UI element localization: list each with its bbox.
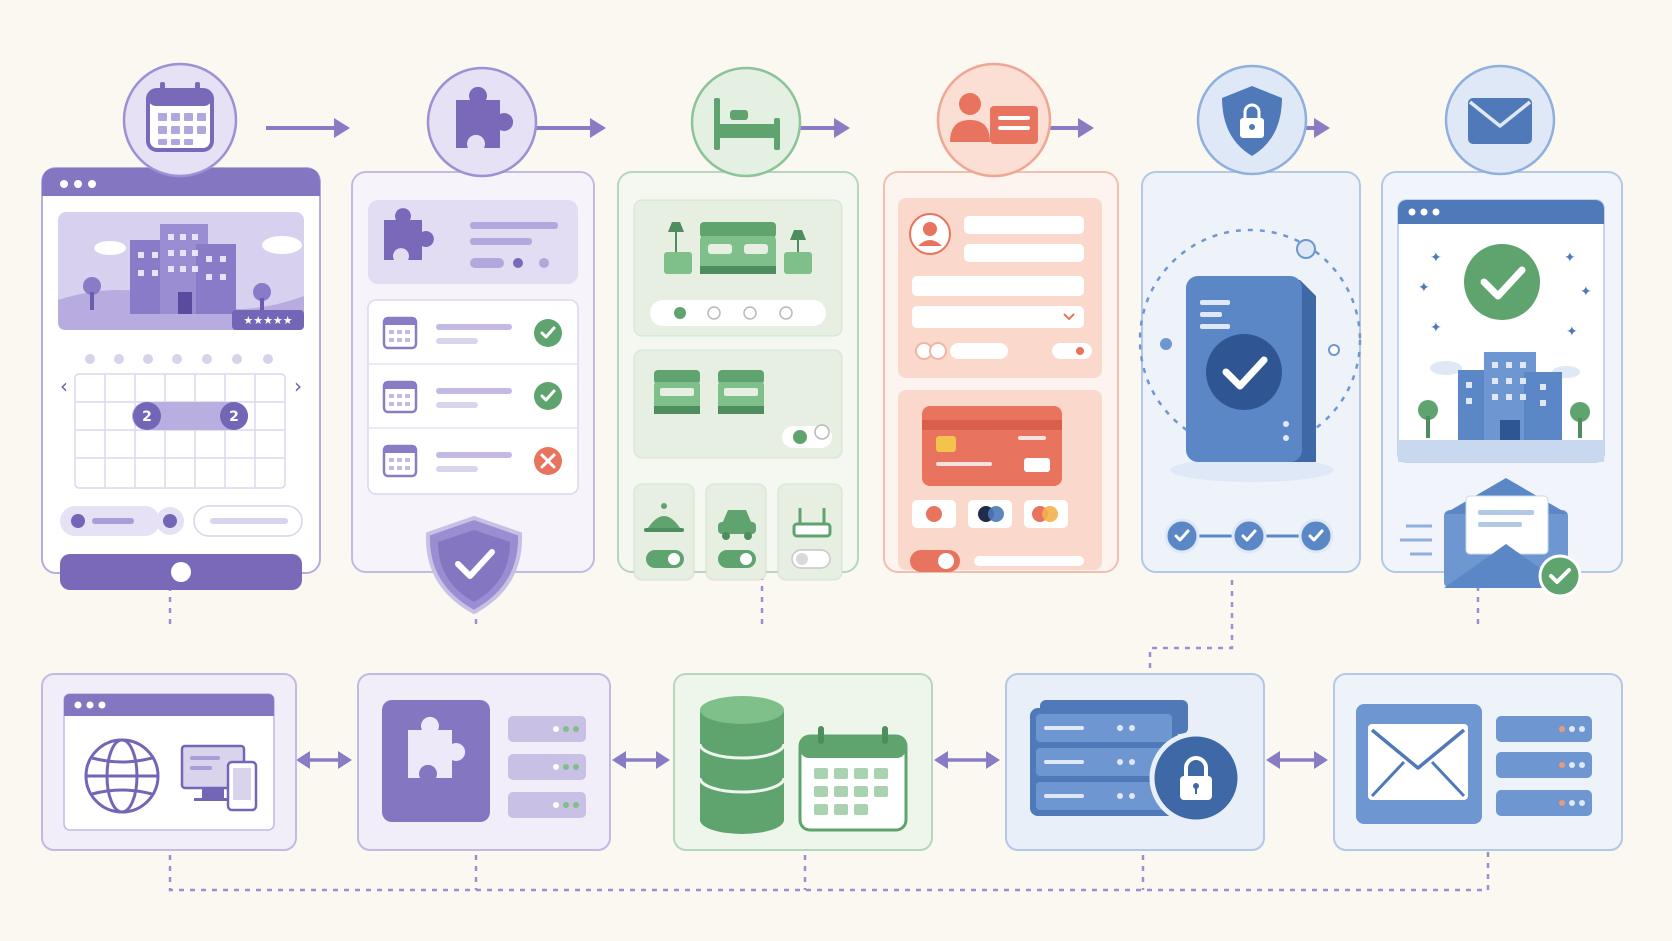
check-in-date-label: 2	[142, 409, 152, 425]
country-select[interactable]	[912, 306, 1084, 328]
star-rating-badge	[232, 310, 304, 330]
booking-confirmed-icon	[1464, 244, 1540, 320]
check-in-date[interactable]	[133, 402, 161, 430]
star-rating-stars: ★★★★★	[243, 314, 292, 327]
date-range-highlight	[132, 402, 248, 430]
bed-step-badge	[690, 66, 802, 178]
availability-calendar-icon	[798, 726, 908, 832]
globe-icon	[84, 738, 160, 814]
backend-secure-servers	[1005, 673, 1265, 851]
svg-text:✦: ✦	[1564, 250, 1576, 266]
check-out-date[interactable]	[220, 402, 248, 430]
first-name-field[interactable]	[964, 216, 1084, 234]
shield-check-icon	[425, 515, 523, 615]
last-name-field[interactable]	[964, 244, 1084, 262]
chevron-down-icon	[1063, 313, 1075, 321]
backend-web-client	[41, 673, 297, 851]
integration-error-row	[382, 444, 562, 478]
credit-card-icon	[922, 406, 1062, 486]
newsletter-toggle[interactable]	[1052, 343, 1092, 359]
svg-text:✦: ✦	[1430, 250, 1442, 266]
guest-card-icon	[950, 93, 1038, 144]
puzzle-icon	[384, 208, 434, 260]
svg-text:✦: ✦	[1566, 324, 1578, 340]
backend-integration-services	[357, 673, 611, 851]
svg-text:✦: ✦	[1430, 320, 1442, 336]
calendar-icon	[146, 82, 214, 152]
integration-check-row	[382, 380, 562, 414]
bed-icon	[714, 98, 780, 150]
envelope-icon	[1468, 98, 1532, 144]
puzzle-icon	[456, 86, 514, 148]
step-integration	[351, 66, 595, 615]
step-secure-processing	[1138, 64, 1362, 573]
hotel-building-icon	[1458, 352, 1562, 442]
confirmation-email-icon	[1400, 478, 1582, 598]
room-service-icon	[644, 503, 684, 532]
sync-arrows	[296, 751, 1328, 769]
backend-availability-database	[673, 673, 933, 851]
step-guest-payment	[883, 62, 1119, 573]
mail-server-icon	[1356, 704, 1482, 824]
shield-lock-icon	[1222, 86, 1282, 156]
backend-email-service	[1333, 673, 1623, 851]
lock-icon	[1149, 731, 1243, 825]
secure-server-icon	[1186, 276, 1316, 462]
wifi-router-icon	[792, 508, 832, 538]
step-room-selection	[617, 66, 859, 581]
twin-room-option[interactable]	[654, 370, 764, 430]
step-date-selection: ★★★★★ ‹ › 2 2	[41, 62, 321, 590]
step-confirmation: ✦✦✦✦✦✦	[1381, 64, 1623, 598]
prev-month-icon[interactable]: ‹	[60, 374, 68, 398]
check-out-date-label: 2	[229, 409, 239, 425]
puzzle-icon	[408, 716, 466, 778]
devices-icon	[180, 744, 258, 812]
database-icon	[698, 696, 786, 834]
svg-text:✦: ✦	[1580, 284, 1592, 300]
integration-check-row	[382, 316, 562, 350]
car-parking-icon	[718, 510, 756, 540]
double-room-option[interactable]	[664, 222, 812, 274]
email-field[interactable]	[912, 276, 1084, 296]
svg-text:✦: ✦	[1418, 280, 1430, 296]
server-rack-icon	[1030, 700, 1188, 816]
next-month-icon[interactable]: ›	[294, 374, 302, 398]
